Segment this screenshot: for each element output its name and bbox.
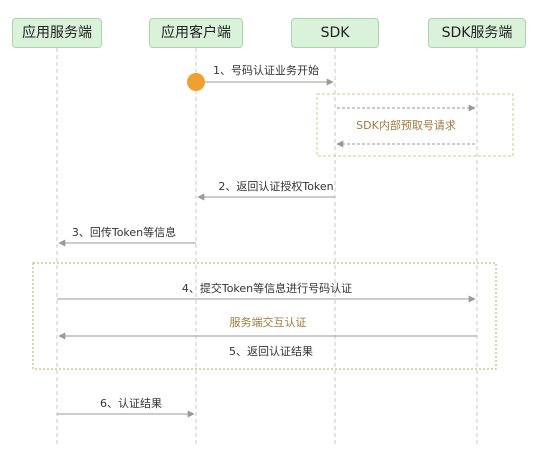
group-box-server-auth: [32, 262, 497, 370]
participant-app-client: 应用客户端: [149, 18, 243, 48]
message-label-m3: 3、回传Token等信息: [71, 226, 177, 239]
note-label-prefetch: SDK内部预取号请求: [356, 119, 456, 132]
start-dot: [187, 73, 205, 91]
message-label-m4: 4、提交Token等信息进行号码认证: [181, 282, 353, 295]
participant-sdk-server: SDK服务端: [428, 18, 526, 48]
message-label-m2: 2、返回认证授权Token: [218, 180, 334, 193]
message-label-m6: 6、认证结果: [100, 397, 162, 410]
note-label-server-auth: 服务端交互认证: [229, 316, 307, 329]
participant-sdk: SDK: [291, 18, 379, 48]
message-label-m1: 1、号码认证业务开始: [213, 64, 319, 77]
participant-app-server: 应用服务端: [12, 18, 102, 48]
message-label-m5: 5、返回认证结果: [229, 345, 313, 358]
group-box-prefetch: [316, 93, 514, 157]
